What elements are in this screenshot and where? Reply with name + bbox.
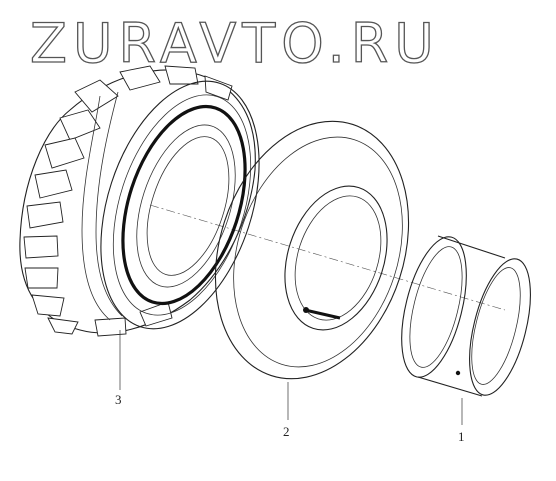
rim-valve-hole	[455, 370, 461, 376]
tube-part	[214, 120, 410, 380]
callout-number-tube: 2	[283, 424, 290, 439]
rim-part	[401, 235, 531, 397]
callout-1: 1	[458, 398, 465, 444]
callout-3: 3	[115, 330, 122, 407]
tube-valve-stem	[304, 308, 341, 320]
callout-number-rim: 1	[458, 429, 465, 444]
callout-number-tire: 3	[115, 392, 122, 407]
tire-part	[19, 65, 260, 337]
callout-2: 2	[283, 382, 290, 439]
assembly-axis-line	[149, 204, 506, 311]
watermark-text: ZURAVTO.RU	[30, 12, 440, 75]
tire-tread-lugs	[23, 65, 233, 337]
